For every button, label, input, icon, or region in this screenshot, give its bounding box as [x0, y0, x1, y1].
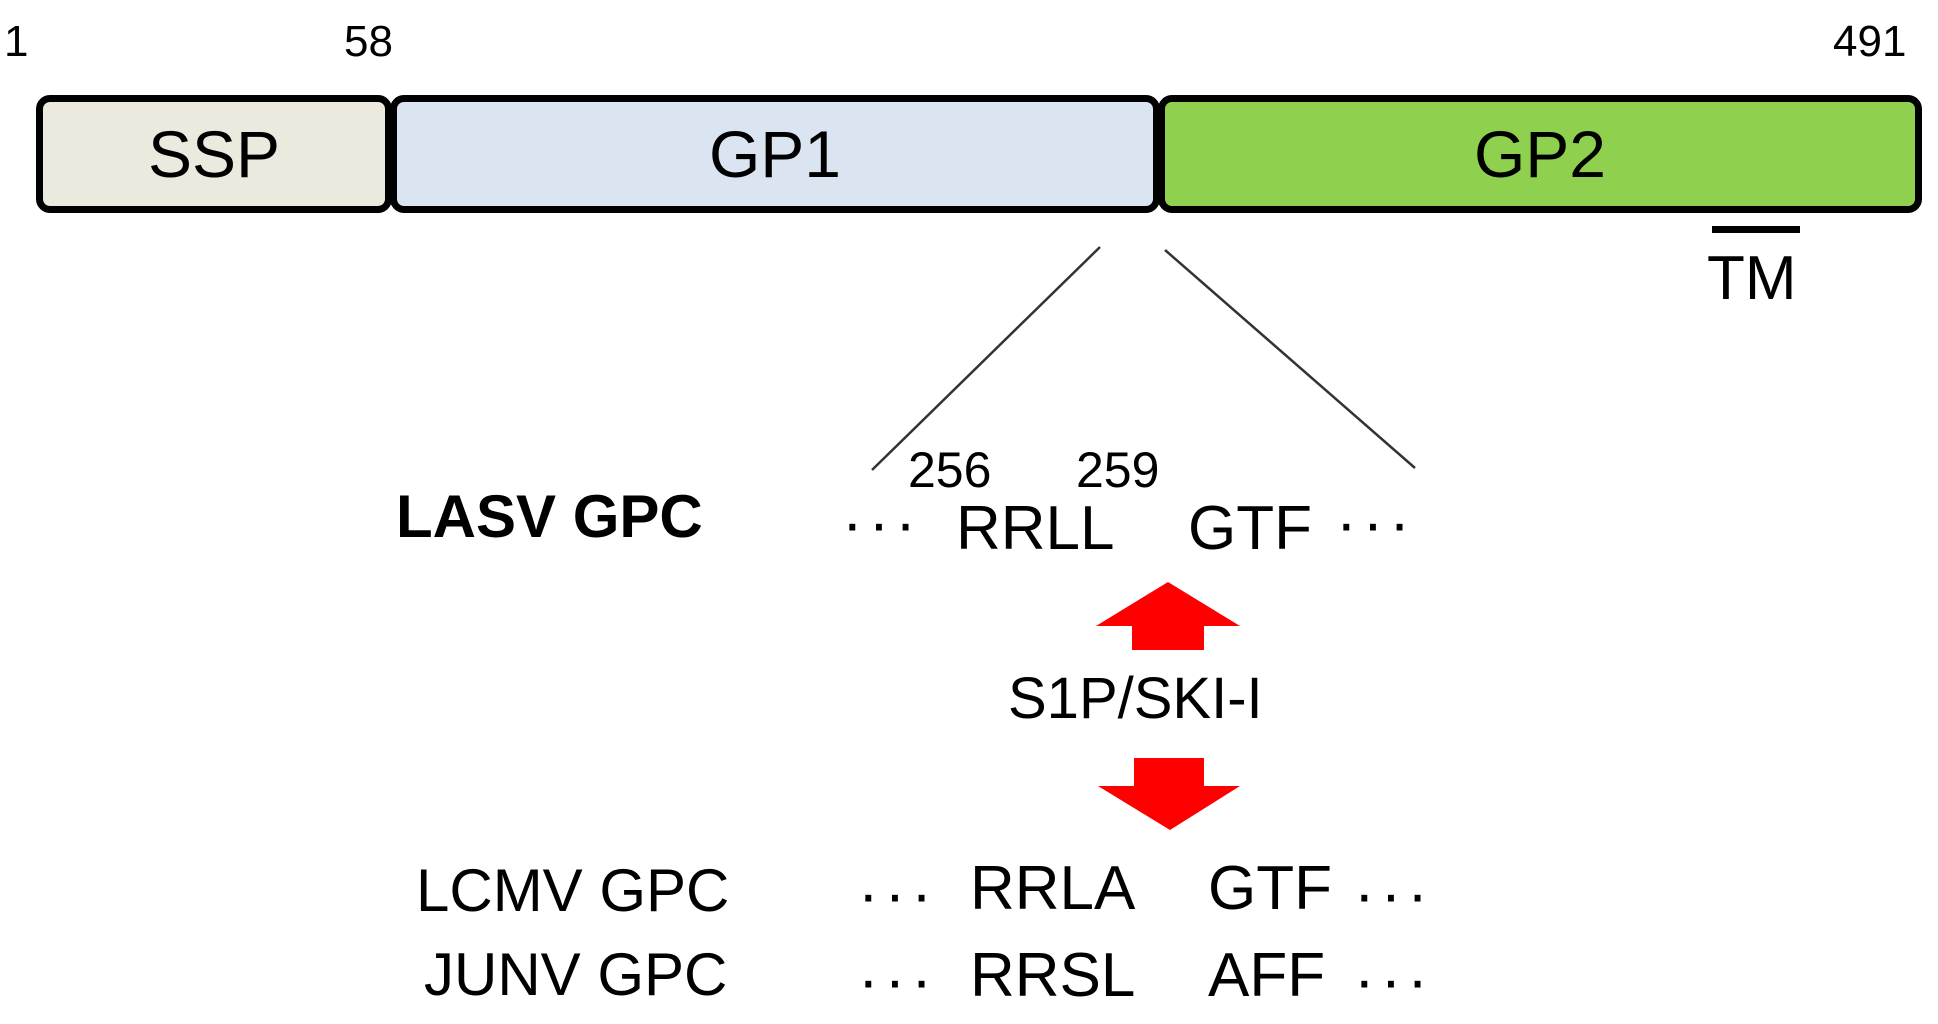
residue-259-label: 259	[1076, 442, 1160, 498]
lasv-dots-left: ···	[842, 489, 922, 558]
domain-ssp-label: SSP	[147, 117, 281, 191]
junv-seq-right: AFF	[1208, 941, 1326, 1010]
lcmv-seq-right: GTF	[1208, 854, 1332, 923]
lcmv-seq-left: RRLA	[970, 854, 1136, 923]
cleavage-arrow-down-icon	[1098, 758, 1240, 830]
domain-gp1-label: GP1	[708, 117, 842, 191]
position-end-label: 491	[1833, 17, 1907, 66]
tm-label: TM	[1707, 244, 1797, 313]
position-start-label: 1	[4, 17, 29, 66]
lcmv-dots-left: ···	[858, 860, 938, 929]
domain-gp2: GP2	[1158, 95, 1922, 213]
protease-label: S1P/SKI-I	[1008, 666, 1263, 731]
tm-marker	[1712, 226, 1800, 233]
cleavage-arrow-up-icon	[1096, 582, 1240, 650]
position-ssp-end-label: 58	[344, 17, 393, 66]
lasv-dots-right: ···	[1336, 489, 1416, 558]
domain-gp2-label: GP2	[1473, 117, 1607, 191]
residue-256-label: 256	[908, 442, 992, 498]
domain-gp1: GP1	[390, 95, 1160, 213]
zoom-line-right	[1164, 249, 1416, 469]
lasv-seq-left: RRLL	[956, 494, 1115, 563]
lasv-seq-right: GTF	[1188, 494, 1312, 563]
junv-dots-left: ···	[858, 946, 938, 1015]
lasv-gpc-name: LASV GPC	[396, 483, 703, 550]
junv-dots-right: ···	[1354, 946, 1434, 1015]
lcmv-dots-right: ···	[1354, 860, 1434, 929]
junv-gpc-name: JUNV GPC	[424, 941, 728, 1008]
lcmv-gpc-name: LCMV GPC	[416, 857, 730, 924]
junv-seq-left: RRSL	[970, 941, 1136, 1010]
zoom-line-left	[871, 246, 1101, 471]
domain-ssp: SSP	[36, 95, 392, 213]
